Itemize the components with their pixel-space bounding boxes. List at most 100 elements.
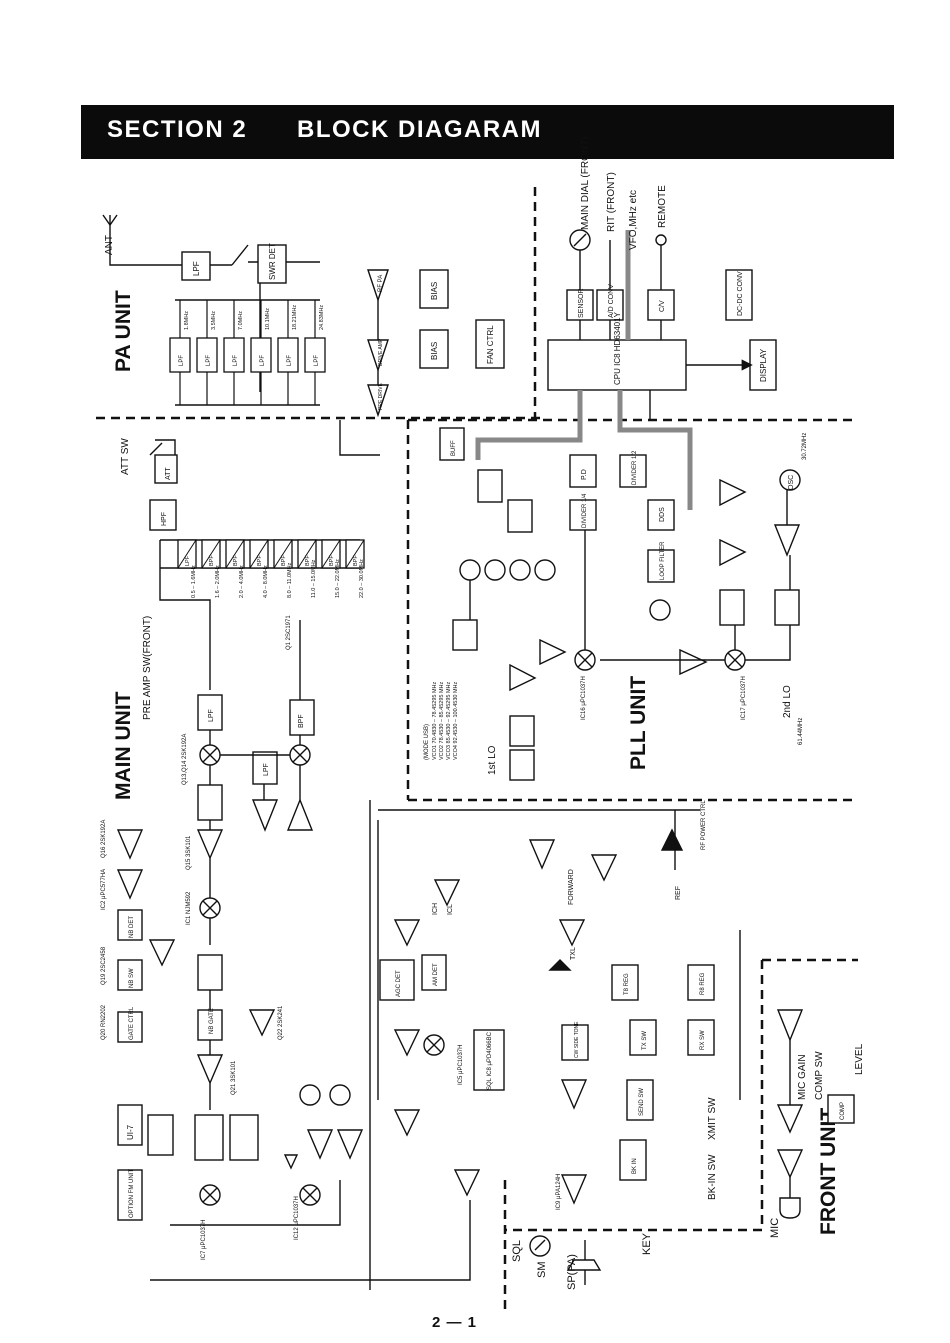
gate-ctrl-block: GATE CTRL <box>129 1006 135 1040</box>
mic-gain-label: MIC GAIN <box>797 1054 808 1100</box>
pa-lpf-label: LPF <box>206 355 212 366</box>
rx-band-label: 4.0 – 8.0MHz <box>263 565 269 598</box>
rx-band-label: 22.0 – 30.0MHz <box>359 559 365 598</box>
r8-reg-block: R8 REG <box>700 972 706 995</box>
q15-label: Q15 3SK101 <box>186 835 192 870</box>
rx-bpf-label: BPF <box>353 555 359 566</box>
q16-label: Q16 2SK192A <box>101 820 107 858</box>
pll-unit-label: PLL UNIT <box>627 676 650 770</box>
lpf-rx-block: LPF <box>208 709 215 722</box>
am-det-block: AM DET <box>433 963 439 986</box>
ic1-label: IC1 NJM592 <box>186 891 192 925</box>
pa-band-label: 1.8MHz <box>184 311 190 330</box>
q22-label: Q22 2SK241 <box>278 1005 284 1040</box>
rx-band-label: 15.0 – 22.0MHz <box>335 559 341 598</box>
comp-sw-label: COMP SW <box>814 1051 825 1100</box>
cpu-block: CPU IC8 HD63401Y <box>613 311 622 385</box>
rx-band-label: 2.0 – 4.0MHz <box>239 565 245 598</box>
rx-sw-block: RX SW <box>700 1030 706 1050</box>
pa-band-label: 7.0MHz <box>238 311 244 330</box>
ich-label: ICH <box>432 903 439 915</box>
tx-sw-block: TX SW <box>642 1031 648 1050</box>
pa-band-label: 24.83MHz <box>319 305 325 330</box>
ui7-label: UI-7 <box>126 1124 135 1140</box>
pa-lpf-label: LPF <box>233 355 239 366</box>
tx-section <box>433 810 855 1285</box>
rx-band-label: 0.5 – 1.6MHz <box>191 565 197 598</box>
bk-in-block: BK IN <box>632 1158 638 1174</box>
vco-table-title: (MODE USB) <box>424 724 430 760</box>
ic5-label: IC5 μPC1037H <box>458 1045 464 1085</box>
af-section <box>147 800 700 1290</box>
hpf-block: HPF <box>161 512 168 526</box>
att-sw-label: ATT SW <box>120 438 131 475</box>
pre-drive-block: PRE DRIVE <box>378 382 384 410</box>
rx-band-label: 1.6 – 2.0MHz <box>215 565 221 598</box>
sm-label: SM <box>536 1262 548 1279</box>
ant-label: ANT <box>104 235 115 255</box>
pa-lpf-label: LPF <box>314 355 320 366</box>
pa-section <box>102 214 505 456</box>
rx-bpf-label: BPF <box>281 555 287 566</box>
bias-block-2: BIAS <box>430 342 439 360</box>
display-block: DISPLAY <box>759 348 768 382</box>
bias-block-1: BIAS <box>430 282 439 300</box>
sensor-block: SENSOR <box>578 288 585 318</box>
vfo-label: VFO,MHz etc <box>628 190 639 250</box>
pd-block: P.D <box>581 469 588 480</box>
q21-label: Q21 3SK101 <box>231 1060 237 1095</box>
rx-bpf-label: BPF <box>305 555 311 566</box>
option-fm-block: OPTION FM UNIT <box>129 1169 135 1218</box>
front-unit-label: FRONT UNIT <box>817 1108 840 1235</box>
bpf-rx-block: BPF <box>298 714 305 728</box>
main-unit-label: MAIN UNIT <box>112 691 135 800</box>
mhz3072-label: 30.72MHz <box>802 433 808 460</box>
mhz6144-label: 61.44MHz <box>798 718 804 745</box>
nb-det-block: NB DET <box>129 916 135 938</box>
forward-label: FORWARD <box>568 869 575 905</box>
send-sw-block: SEND SW <box>639 1088 645 1116</box>
ic12-label: IC12 μPC1037H <box>294 1196 300 1240</box>
bkin-sw-label: BK-IN SW <box>707 1154 718 1200</box>
pa-band-label: 18.21MHz <box>292 305 298 330</box>
nb-cluster <box>116 829 276 1043</box>
sql-label: SQL <box>511 1240 523 1262</box>
dcdc-block: DC-DC CONV <box>737 271 744 316</box>
divider14-block: DIVIDER 1/4 <box>582 493 588 528</box>
rx-bpf-label: BPF <box>329 555 335 566</box>
rx-band-label: 11.0 – 15.0MHz <box>311 559 317 598</box>
vco-row: VCO3 85.4530 – 92.45295 MHz <box>446 681 452 760</box>
pa-band-label: 10.1MHz <box>265 308 271 330</box>
rx-bpf-label: LPF <box>185 555 191 566</box>
section-number: SECTION 2 <box>107 116 248 143</box>
q13-label: Q13,Q14 2SK192A <box>182 734 188 785</box>
rf-pa-block: RF PA <box>378 275 384 292</box>
nb-gate-block: NB GATE <box>209 1008 215 1034</box>
main-dial-label: MAIN DIAL (FRONT) <box>580 136 591 230</box>
icl-label: ICL <box>447 904 454 915</box>
ic7-label: IC7 μPC1037H <box>201 1220 207 1260</box>
sql-ic-block: SQL IC8 μPD4066BC <box>487 1031 493 1090</box>
txl-label: TXL <box>570 947 577 960</box>
pa-lpf-filter: LPF 24.83MHz <box>304 300 326 405</box>
q20-label: Q20 RN2202 <box>101 1004 107 1040</box>
cpu-section <box>475 229 777 510</box>
mic-label: MIC <box>769 1218 781 1238</box>
remote-label: REMOTE <box>657 185 668 228</box>
section-header: SECTION 2 BLOCK DIAGARAM <box>81 105 894 159</box>
xmit-sw-label: XMIT SW <box>707 1097 718 1140</box>
pre-amp-sw-label: PRE AMP SW(FRONT) <box>142 616 153 720</box>
nb-sw-block: NB SW <box>129 968 135 988</box>
pa-band-label: 3.5MHz <box>211 311 217 330</box>
ad-conv-block: A/D CONV <box>608 284 615 318</box>
rf-power-label: RF POWER CTRL <box>701 800 707 850</box>
